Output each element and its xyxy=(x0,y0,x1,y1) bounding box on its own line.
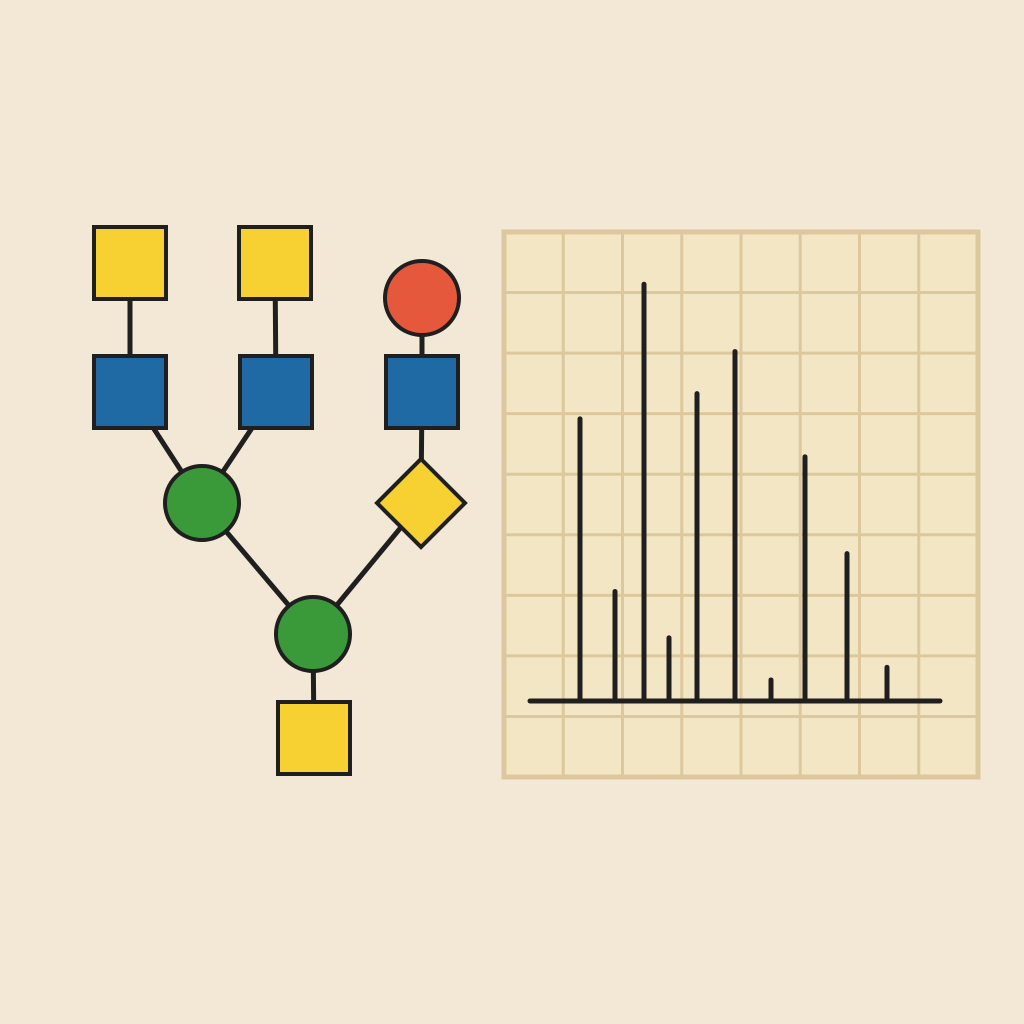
spectrum-peaks xyxy=(577,281,890,704)
yellow-square-top-middle-square xyxy=(237,225,313,301)
spectrum-grid-lines xyxy=(504,232,978,777)
yellow-square-bottom-square xyxy=(276,700,352,776)
yellow-square-top-left-square xyxy=(92,225,168,301)
red-circle-top-right xyxy=(383,259,461,337)
blue-square-right-square xyxy=(384,354,460,430)
mass-spectrum-panel xyxy=(501,229,981,780)
green-circle-upper xyxy=(163,464,241,542)
yellow-diamond xyxy=(374,456,468,550)
blue-square-left-square xyxy=(92,354,168,430)
green-circle-lower xyxy=(274,595,352,673)
glycan-residues xyxy=(92,225,468,776)
blue-square-middle-square xyxy=(238,354,314,430)
